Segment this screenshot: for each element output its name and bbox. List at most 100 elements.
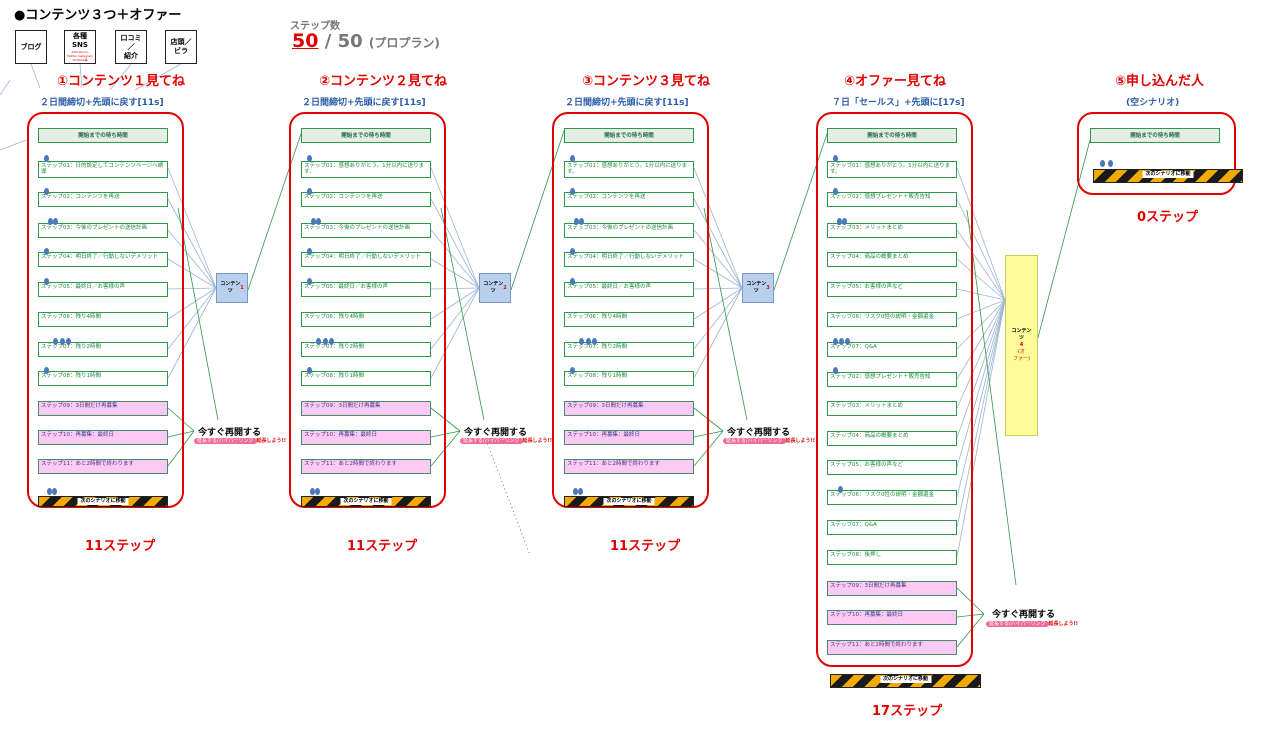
move-next-scenario-bar[interactable]: 次のシナリオに移動 <box>301 496 431 507</box>
step-item[interactable]: ステップ08：残り1時間 <box>38 371 168 386</box>
step-item[interactable]: ステップ01：日的設定してコンテンツページへ誘導 <box>38 161 168 178</box>
step-item[interactable]: ステップ11：あと2時間で終わります <box>564 459 694 474</box>
step-item[interactable]: ステップ08：残り1時間 <box>301 371 431 386</box>
step-item[interactable]: ステップ06：残り4時間 <box>38 312 168 327</box>
restart-note: 延長しよう!! <box>522 438 553 444</box>
move-next-scenario-bar[interactable]: 次のシナリオに移動 <box>38 496 168 507</box>
wait-step[interactable]: 開始までの待ち時間 <box>564 128 694 143</box>
step-item[interactable]: ステップ07：Q&A <box>827 520 957 535</box>
dot-marker <box>570 367 575 374</box>
step-item[interactable]: ステップ08：残り1時間 <box>564 371 694 386</box>
connector-line <box>485 439 531 556</box>
step-item[interactable]: ステップ04：商品の概要まとめ <box>827 431 957 446</box>
connector-line <box>693 229 743 289</box>
step-item[interactable]: ステップ06：リスク0性の説明・金額還金 <box>827 490 957 505</box>
step-item[interactable]: ステップ07：残り2時間 <box>564 342 694 357</box>
connector-line <box>693 287 743 379</box>
restart-pill[interactable]: 延長する/ハイパーリンク <box>460 438 523 444</box>
step-item[interactable]: ステップ03：メリットまとめ <box>827 401 957 416</box>
restart-title[interactable]: 今すぐ再開する <box>464 428 528 438</box>
step-item[interactable]: ステップ01：感想ありがとう。1分以内に送ります。 <box>564 161 694 178</box>
connector-line <box>956 229 1006 301</box>
step-item[interactable]: ステップ03：メリットまとめ <box>827 223 957 238</box>
step-item[interactable]: ステップ03：今後のプレゼントの送信計画 <box>564 223 694 238</box>
dot-marker <box>307 248 312 255</box>
dot-marker <box>307 278 312 285</box>
step-item[interactable]: ステップ03：今後のプレゼントの送信計画 <box>38 223 168 238</box>
step-item[interactable]: ステップ10：再募集：最終日 <box>38 430 168 445</box>
step-item[interactable]: ステップ02：感想プレゼント＋販売告知 <box>827 372 957 387</box>
step-item[interactable]: ステップ09：3日間だけ再募集 <box>301 401 431 416</box>
dot-marker <box>66 338 71 345</box>
column-title: ①コンテンツ１見てね <box>57 74 186 89</box>
wait-step[interactable]: 開始までの待ち時間 <box>1090 128 1220 143</box>
step-item[interactable]: ステップ10：再募集：最終日 <box>564 430 694 445</box>
connector-line <box>693 258 743 289</box>
restart-title[interactable]: 今すぐ再開する <box>727 428 791 438</box>
restart-title[interactable]: 今すぐ再開する <box>992 610 1056 620</box>
step-item[interactable]: ステップ05：最終日／お客様の声 <box>38 282 168 297</box>
dot-marker <box>311 218 316 225</box>
move-next-scenario-bar[interactable]: 次のシナリオに移動 <box>564 496 694 507</box>
step-item[interactable]: ステップ10：再募集：最終日 <box>301 430 431 445</box>
dot-marker <box>1108 160 1113 167</box>
step-item[interactable]: ステップ02：コンテンツを再送 <box>301 192 431 207</box>
wait-step[interactable]: 開始までの待ち時間 <box>827 128 957 143</box>
step-item[interactable]: ステップ05：お客様の声など <box>827 460 957 475</box>
step-item[interactable]: ステップ06：リスク0性の説明・金額還金 <box>827 312 957 327</box>
source-box: 店頭／ ビラ <box>165 30 197 64</box>
step-item[interactable]: ステップ01：感想ありがとう。1分以内に送ります。 <box>301 161 431 178</box>
restart-pill[interactable]: 延長する/ハイパーリンク <box>986 621 1049 627</box>
dot-marker <box>586 338 591 345</box>
wait-step[interactable]: 開始までの待ち時間 <box>301 128 431 143</box>
content-prefix: コンテン ツ <box>483 281 504 294</box>
step-count-max: / 50 <box>324 31 363 52</box>
step-item[interactable]: ステップ09：3日間だけ再募集 <box>564 401 694 416</box>
step-item[interactable]: ステップ06：残り4時間 <box>564 312 694 327</box>
step-item[interactable]: ステップ11：あと2時間で終わります <box>827 640 957 655</box>
move-next-scenario-bar[interactable]: 次のシナリオに移動 <box>830 674 981 688</box>
step-item[interactable]: ステップ02：コンテンツを再送 <box>564 192 694 207</box>
dot-marker <box>310 488 315 495</box>
step-item[interactable]: ステップ04：明日終了／行動しないデメリット <box>301 252 431 267</box>
step-item[interactable]: ステップ09：3日間だけ再募集 <box>827 581 957 596</box>
step-item[interactable]: ステップ05：お客様の声など <box>827 282 957 297</box>
move-next-scenario-bar[interactable]: 次のシナリオに移動 <box>1093 169 1243 183</box>
column-step-total: 11ステップ <box>347 539 418 554</box>
restart-title[interactable]: 今すぐ再開する <box>198 428 262 438</box>
step-item[interactable]: ステップ02：感想プレゼント＋販売告知 <box>827 192 957 207</box>
connector-line <box>430 287 480 350</box>
step-item[interactable]: ステップ07：残り2時間 <box>38 342 168 357</box>
connector-line <box>167 198 217 289</box>
step-item[interactable]: ステップ05：最終日／お客様の声 <box>301 282 431 297</box>
connector-line <box>693 287 743 320</box>
step-item[interactable]: ステップ07：残り2時間 <box>301 342 431 357</box>
step-item[interactable]: ステップ04：明日終了／行動しないデメリット <box>564 252 694 267</box>
wait-step[interactable]: 開始までの待ち時間 <box>38 128 168 143</box>
content-num: 1 <box>240 284 244 291</box>
step-item[interactable]: ステップ06：残り4時間 <box>301 312 431 327</box>
step-item[interactable]: ステップ11：あと2時間で終わります <box>38 459 168 474</box>
connector-line <box>167 287 217 350</box>
step-item[interactable]: ステップ11：あと2時間で終わります <box>301 459 431 474</box>
column-step-total: 0ステップ <box>1137 210 1199 225</box>
step-item[interactable]: ステップ04：明日終了／行動しないデメリット <box>38 252 168 267</box>
step-item[interactable]: ステップ05：最終日／お客様の声 <box>564 282 694 297</box>
step-item[interactable]: ステップ10：再募集：最終日 <box>827 610 957 625</box>
connector-line <box>167 167 217 289</box>
step-item[interactable]: ステップ08：後押し <box>827 550 957 565</box>
step-item[interactable]: ステップ07：Q&A <box>827 342 957 357</box>
step-item[interactable]: ステップ02：コンテンツを再送 <box>38 192 168 207</box>
restart-pill[interactable]: 延長する/ハイパーリンク <box>194 438 257 444</box>
step-item[interactable]: ステップ01：感想ありがとう。1分以内に送ります。 <box>827 161 957 178</box>
restart-pill[interactable]: 延長する/ハイパーリンク <box>723 438 786 444</box>
step-item[interactable]: ステップ04：商品の概要まとめ <box>827 252 957 267</box>
step-item[interactable]: ステップ03：今後のプレゼントの送信計画 <box>301 223 431 238</box>
connector-line <box>167 258 217 289</box>
step-item[interactable]: ステップ09：3日間だけ再募集 <box>38 401 168 416</box>
connector-line <box>0 79 11 96</box>
